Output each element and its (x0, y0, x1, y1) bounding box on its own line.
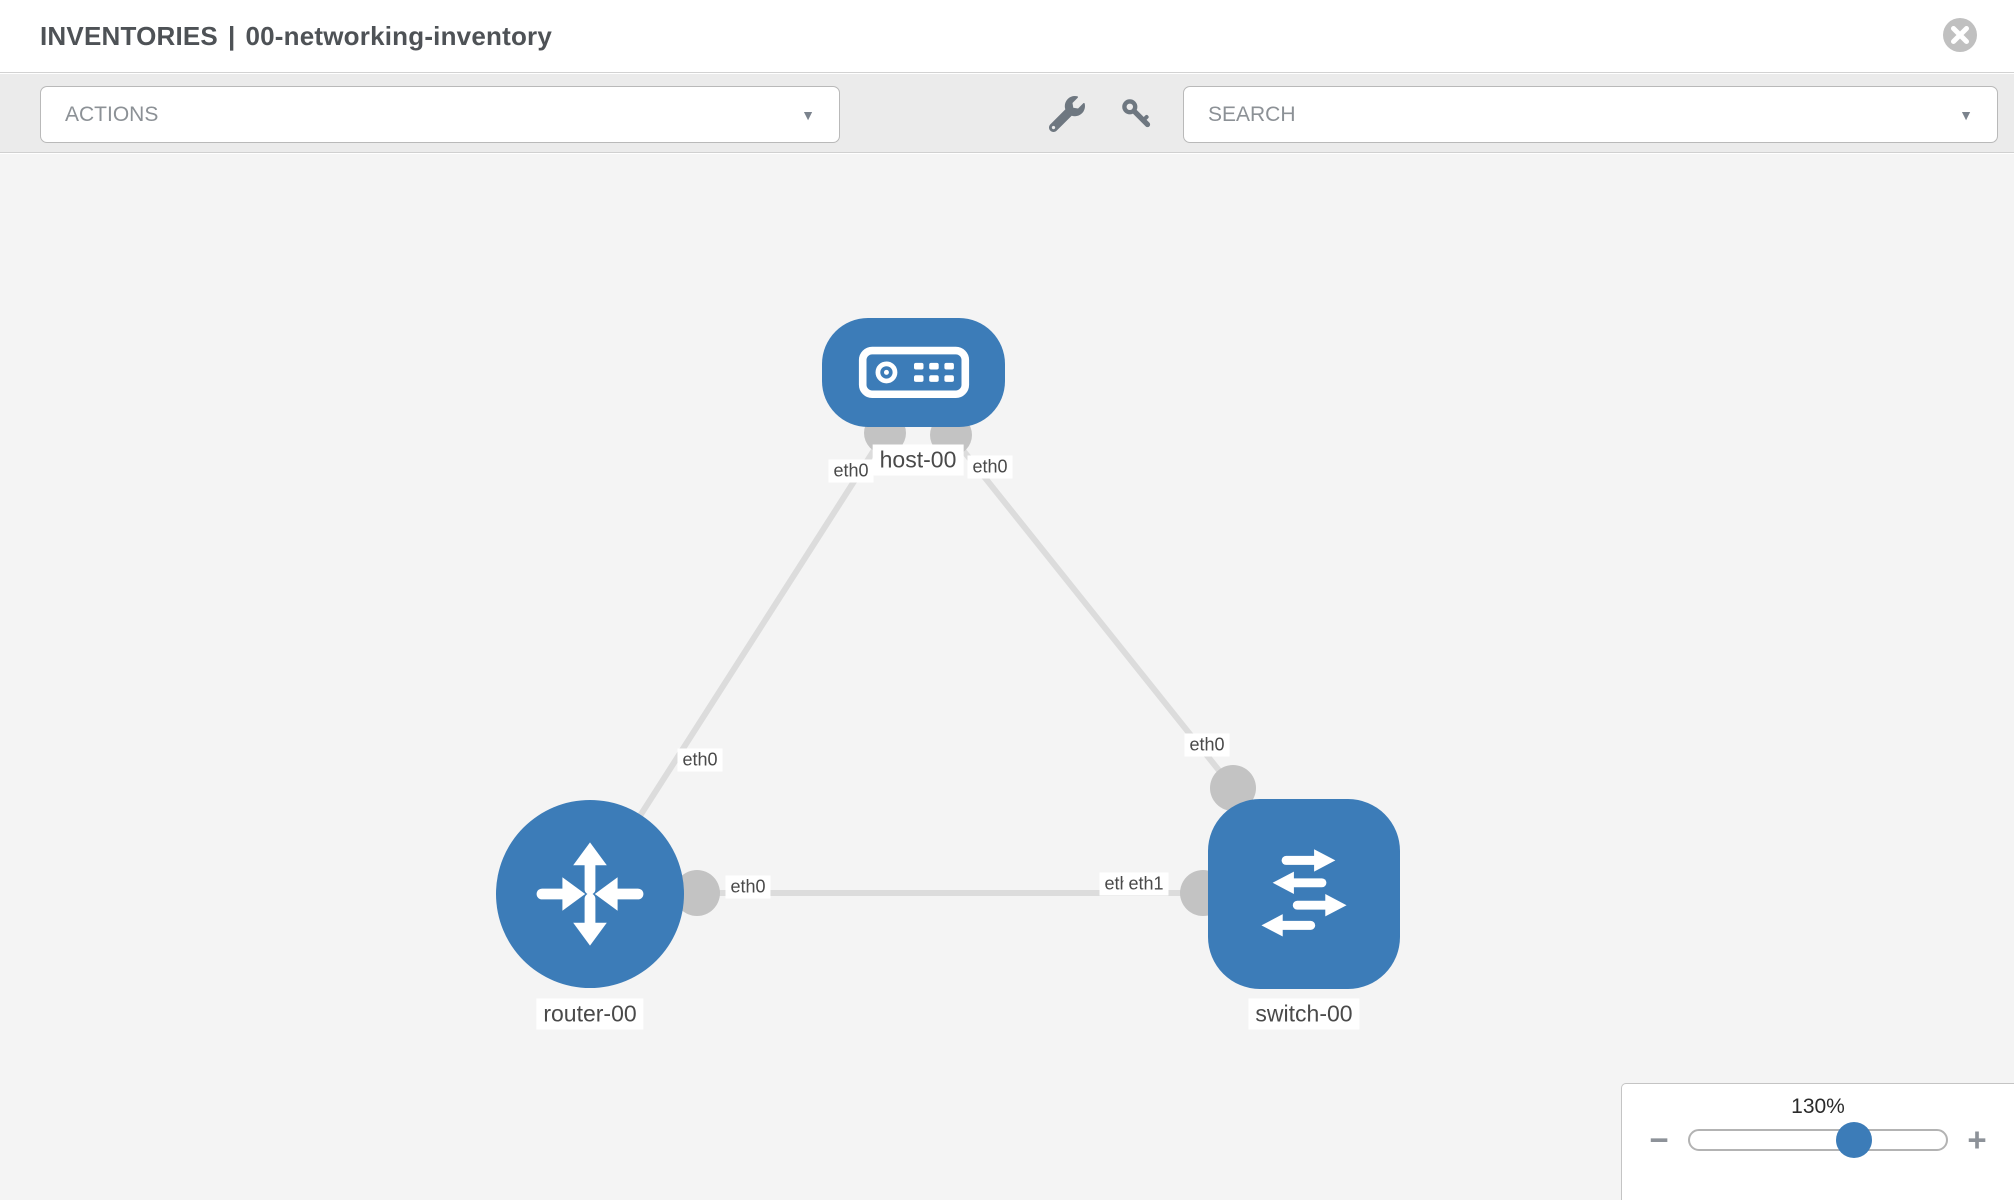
link-switch-host[interactable] (947, 431, 1236, 791)
node-host-00[interactable] (822, 318, 1005, 427)
chevron-down-icon: ▼ (1959, 106, 1973, 123)
node-label-switch: switch-00 (1248, 998, 1360, 1030)
node-switch-00[interactable] (1208, 799, 1400, 989)
interface-connector-router (674, 870, 720, 916)
zoom-slider-handle[interactable] (1835, 1122, 1872, 1158)
breadcrumb-section: INVENTORIES (40, 20, 218, 51)
actions-dropdown-label: ACTIONS (65, 102, 159, 126)
interface-label-switch-eth1: eth1 (1123, 872, 1169, 896)
zoom-in-button[interactable]: + (1967, 1121, 1987, 1158)
search-dropdown[interactable]: SEARCH ▼ (1183, 86, 1998, 143)
search-dropdown-label: SEARCH (1208, 102, 1296, 126)
interface-label-router-right: eth0 (725, 875, 771, 899)
interface-label-host-right: eth0 (967, 455, 1013, 479)
zoom-out-button[interactable]: − (1649, 1121, 1669, 1158)
host-icon (858, 346, 969, 399)
toolbar: ACTIONS ▼ SEARCH ▼ (0, 74, 2014, 153)
interface-label-router-uplink: eth0 (677, 748, 723, 772)
close-button[interactable] (1942, 17, 1978, 53)
switch-icon (1261, 849, 1347, 937)
interface-connector-switch-top (1210, 765, 1256, 811)
topology-canvas[interactable]: host-00 router-00 switch-00 eth0 eth0 et… (0, 154, 2014, 1200)
topology-links (587, 412, 1256, 916)
breadcrumb-separator: | (227, 20, 236, 51)
zoom-slider-row: − + (1622, 1121, 2014, 1158)
chevron-down-icon: ▼ (801, 106, 815, 123)
node-router-00[interactable] (496, 800, 684, 988)
key-icon (1122, 99, 1151, 128)
page-title: INVENTORIES | 00-networking-inventory (40, 21, 552, 52)
inventory-name: 00-networking-inventory (245, 20, 553, 51)
zoom-level: 130% (1791, 1095, 1845, 1118)
credentials-button[interactable] (1118, 96, 1156, 132)
actions-dropdown[interactable]: ACTIONS ▼ (40, 86, 840, 143)
router-icon (536, 842, 644, 946)
interface-label-switch-uplink: eth0 (1184, 733, 1230, 757)
header: INVENTORIES | 00-networking-inventory (0, 0, 2014, 73)
node-label-router: router-00 (536, 998, 644, 1030)
wrench-icon (1048, 96, 1085, 133)
zoom-slider[interactable] (1688, 1122, 1948, 1158)
zoom-panel: 130% − + (1621, 1083, 2014, 1200)
interface-label-host-left: eth0 (828, 459, 874, 483)
node-label-host: host-00 (872, 444, 964, 476)
configure-button[interactable] (1048, 96, 1086, 133)
close-icon (1943, 18, 1977, 52)
